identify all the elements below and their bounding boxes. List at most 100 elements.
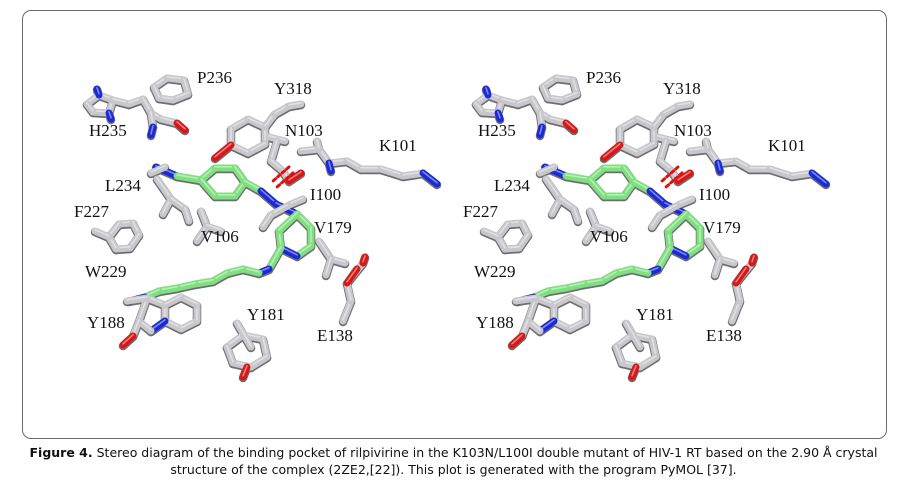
bond-stick [173, 172, 205, 184]
bond-stick [233, 319, 255, 351]
bond-stick [223, 343, 237, 367]
residue-label-y181: Y181 [247, 305, 285, 324]
residue-label-y188: Y188 [87, 313, 125, 332]
bond-stick [153, 175, 175, 203]
residue-label-y181: Y181 [636, 305, 674, 324]
bond-stick [656, 200, 684, 219]
residue-label-p236: P236 [197, 68, 232, 87]
residue-label-w229: W229 [85, 262, 127, 281]
bond-stick [119, 332, 137, 349]
bond-stick [123, 294, 151, 305]
bond-stick [150, 83, 163, 102]
bond-stick [714, 159, 724, 175]
figure-caption-label: Figure 4. [29, 445, 93, 460]
bond-stick [676, 195, 696, 208]
residue-label-w229: W229 [474, 262, 516, 281]
residue-label-v179: V179 [314, 218, 352, 237]
bond-stick [285, 169, 305, 185]
bond-stick [542, 175, 564, 203]
residue-label-i100: I100 [310, 185, 341, 204]
bond-stick [628, 363, 640, 381]
residue-label-p236: P236 [586, 68, 621, 87]
bond-stick [732, 265, 750, 287]
bond-stick [147, 163, 169, 177]
bond-stick [664, 210, 690, 235]
bond-stick [539, 83, 552, 102]
bond-stick [377, 165, 407, 180]
residue-label-f227: F227 [463, 202, 498, 221]
bond-stick [570, 205, 582, 225]
bond-stick [285, 100, 305, 110]
residue-label-f227: F227 [74, 202, 109, 221]
residue-label-n103: N103 [674, 121, 712, 140]
bond-stick [472, 100, 486, 116]
bond-stick [93, 85, 103, 99]
residue-label-y318: Y318 [663, 79, 701, 98]
bond-stick [600, 141, 624, 162]
residue-label-e138: E138 [706, 326, 742, 345]
bond-stick [674, 100, 694, 110]
bond-stick [728, 297, 744, 325]
bond-stick [562, 119, 578, 134]
bond-stick [259, 211, 275, 231]
bond-stick [612, 343, 626, 367]
hbond-stick [275, 171, 295, 189]
residue-label-i100: I100 [699, 185, 730, 204]
bond-stick [524, 294, 540, 325]
residue-label-y318: Y318 [274, 79, 312, 98]
residue-label-v106: V106 [201, 227, 239, 246]
bond-stick [203, 222, 225, 235]
bond-stick [704, 237, 724, 263]
bond-stick [711, 255, 724, 279]
bond-stick [702, 137, 712, 153]
bond-stick [181, 205, 193, 225]
residue-label-l234: L234 [494, 176, 530, 195]
bond-stick [173, 119, 189, 134]
bond-stick [562, 172, 594, 184]
hbond-stick [271, 165, 291, 183]
bond-stick [135, 294, 151, 325]
bond-stick [211, 141, 235, 162]
bond-stick [105, 109, 115, 123]
bond-stick [339, 297, 355, 325]
bond-stick [343, 265, 361, 287]
bond-stick [322, 255, 335, 279]
bond-stick [197, 176, 219, 200]
bond-stick [536, 163, 558, 177]
residue-label-h235: H235 [478, 121, 516, 140]
figure-caption: Figure 4. Stereo diagram of the binding … [22, 444, 885, 478]
bond-stick [275, 210, 301, 235]
residue-label-k101: K101 [768, 136, 806, 155]
bond-stick [622, 319, 644, 351]
bond-stick [550, 293, 574, 309]
figure-caption-text: Stereo diagram of the binding pocket of … [96, 445, 878, 477]
residue-label-k101: K101 [379, 136, 417, 155]
bond-stick [512, 294, 540, 305]
bond-stick [359, 253, 369, 267]
hbond-stick [664, 171, 684, 189]
bond-stick [494, 109, 504, 123]
bond-stick [315, 237, 335, 263]
hbond-stick [660, 165, 680, 183]
bond-stick [482, 85, 492, 99]
bond-stick [592, 222, 614, 235]
bond-stick [480, 227, 502, 241]
bond-stick [313, 137, 323, 153]
bond-stick [419, 169, 441, 188]
bond-stick [748, 253, 758, 267]
residue-label-v106: V106 [590, 227, 628, 246]
bond-stick [508, 332, 526, 349]
bond-stick [265, 244, 285, 273]
bond-stick [586, 176, 608, 200]
residue-label-y188: Y188 [476, 313, 514, 332]
bond-stick [239, 363, 251, 381]
bond-stick [267, 200, 295, 219]
bond-stick [325, 159, 335, 175]
residue-label-n103: N103 [285, 121, 323, 140]
bond-stick [808, 169, 830, 188]
residue-label-l234: L234 [105, 176, 141, 195]
